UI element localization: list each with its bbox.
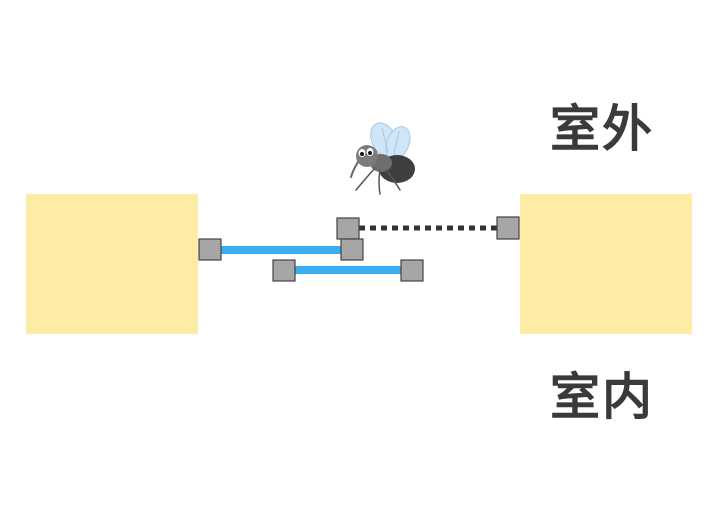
node-lower-rod-start: [272, 259, 296, 282]
mosquito-icon: [350, 122, 415, 195]
node-right-wall: [496, 216, 520, 240]
left-wall-block: [26, 194, 198, 334]
node-upper-rod-top: [336, 217, 360, 240]
connector-nodes: [198, 216, 520, 282]
node-lower-rod-end: [400, 259, 424, 282]
outdoor-label: 室外: [550, 100, 654, 158]
indoor-label: 室内: [550, 368, 654, 426]
node-upper-rod-end: [340, 238, 364, 261]
right-wall-block: [520, 194, 692, 334]
node-left-wall: [198, 238, 222, 261]
